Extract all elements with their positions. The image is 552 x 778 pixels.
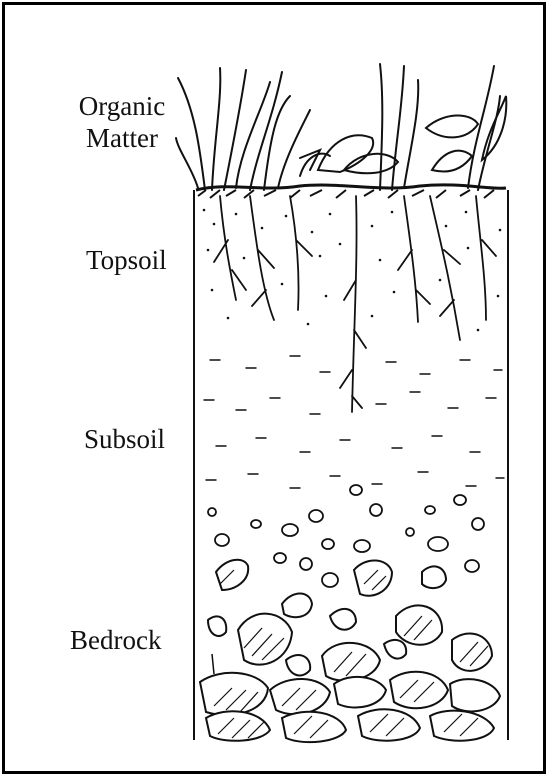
bedrock-label: Bedrock xyxy=(70,624,161,656)
organic-matter-plants xyxy=(176,64,506,190)
topsoil-label: Topsoil xyxy=(86,244,167,276)
organic-matter-label-line2: Matter xyxy=(62,122,182,154)
subsoil-label: Subsoil xyxy=(84,423,165,455)
topsoil-dark-band xyxy=(196,185,506,198)
subsoil-texture xyxy=(204,356,504,488)
plant-roots xyxy=(214,196,496,412)
organic-matter-label: Organic Matter xyxy=(62,90,182,154)
bedrock-stones xyxy=(200,560,500,742)
topsoil-stipple xyxy=(203,209,502,332)
organic-matter-label-line1: Organic xyxy=(62,90,182,122)
